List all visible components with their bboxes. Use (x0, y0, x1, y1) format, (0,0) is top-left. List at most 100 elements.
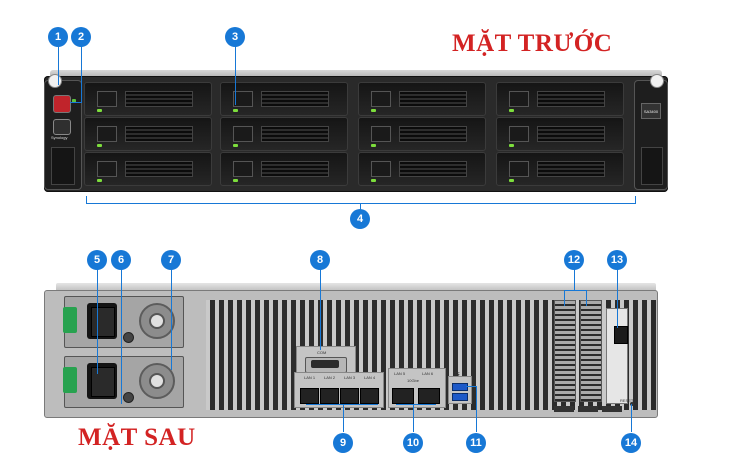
lan6-port[interactable] (418, 388, 440, 404)
lan1-port[interactable] (300, 388, 319, 404)
drive-led (371, 144, 376, 147)
usb-port-1[interactable] (452, 383, 468, 391)
lan2-port[interactable] (320, 388, 339, 404)
left-ear-handle (51, 147, 75, 185)
lan5-label: LAN 5 (394, 371, 406, 376)
drive-tray-vent (399, 161, 467, 177)
leader-line-11 (476, 386, 477, 432)
psu-handle[interactable] (63, 367, 77, 393)
power-socket-inner (91, 307, 115, 337)
drive-led (509, 179, 514, 182)
marker-3: 3 (225, 27, 245, 47)
drive-tray-vent (125, 91, 193, 107)
bracket-line-12 (564, 290, 586, 291)
com-port-pins (311, 360, 339, 368)
drive-tray-latch[interactable] (371, 126, 391, 142)
leader-line-9 (343, 404, 344, 432)
psu-fan-hub (149, 313, 165, 329)
marker-14: 14 (621, 433, 641, 453)
drive-tray-latch[interactable] (371, 91, 391, 107)
drive-bay[interactable] (496, 152, 624, 186)
drive-tray-latch[interactable] (509, 91, 529, 107)
drive-led (233, 179, 238, 182)
psu-screw (123, 392, 134, 403)
psu-fan-hub (149, 373, 165, 389)
drive-bay[interactable] (496, 82, 624, 116)
marker-9: 9 (333, 433, 353, 453)
drive-tray-vent (399, 126, 467, 142)
drive-tray-vent (261, 161, 329, 177)
lan4-label: LAN 4 (364, 375, 376, 380)
status-led (72, 99, 76, 103)
leader-line-2 (81, 45, 82, 103)
drive-bay[interactable] (84, 152, 212, 186)
drive-bay[interactable] (220, 82, 348, 116)
lan3-label: LAN 3 (344, 375, 356, 380)
back-chassis-top (56, 283, 656, 293)
leader-line-3 (235, 45, 236, 105)
marker-8: 8 (310, 250, 330, 270)
lan4-port[interactable] (360, 388, 379, 404)
drive-tray-latch[interactable] (509, 161, 529, 177)
marker-2: 2 (71, 27, 91, 47)
info-button[interactable] (53, 119, 71, 135)
drive-bay[interactable] (220, 117, 348, 151)
brand-label: Synology (51, 135, 68, 140)
drive-bay[interactable] (220, 152, 348, 186)
usb-port-2[interactable] (452, 393, 468, 401)
reset-button[interactable] (630, 402, 634, 406)
bracket-right (635, 196, 636, 204)
back-title: MẶT SAU (78, 424, 196, 451)
drive-led (509, 109, 514, 112)
bracket-left (86, 196, 87, 204)
model-label: SA3400 (641, 103, 661, 119)
power-button[interactable] (53, 95, 71, 113)
drive-bay[interactable] (358, 152, 486, 186)
lan5-port[interactable] (392, 388, 414, 404)
drive-led (97, 179, 102, 182)
reset-label: RESET (620, 398, 634, 403)
power-supply-2 (63, 356, 184, 408)
drive-led (371, 179, 376, 182)
drive-tray-latch[interactable] (97, 161, 117, 177)
front-title: MẶT TRƯỚC (452, 30, 613, 57)
drive-tray-vent (537, 126, 605, 142)
drive-tray-latch[interactable] (509, 126, 529, 142)
bracket-right-12 (586, 290, 587, 306)
leader-line-8 (320, 268, 321, 350)
rack-mount-hole-right (650, 74, 664, 88)
drive-bay[interactable] (358, 82, 486, 116)
right-ear-handle (641, 147, 663, 185)
rear-foot (578, 406, 598, 412)
drive-bay[interactable] (84, 117, 212, 151)
drive-bay[interactable] (358, 117, 486, 151)
drive-tray-vent (125, 161, 193, 177)
drive-tray-latch[interactable] (233, 126, 253, 142)
com-label: COM (317, 350, 327, 355)
drive-tray-vent (399, 91, 467, 107)
psu-handle[interactable] (63, 307, 77, 333)
drive-bay[interactable] (496, 117, 624, 151)
front-right-ear: SA3400 (634, 80, 668, 190)
drive-tray-vent (537, 91, 605, 107)
lan1-label: LAN 1 (304, 375, 316, 380)
leader-line-2-h (70, 102, 81, 103)
lan3-port[interactable] (340, 388, 359, 404)
rear-foot (554, 406, 574, 412)
lan2-label: LAN 2 (324, 375, 336, 380)
drive-tray-latch[interactable] (97, 126, 117, 142)
pcie-slot-2[interactable] (580, 300, 602, 402)
pcie-slot-1[interactable] (554, 300, 576, 402)
bracket-stem-4 (360, 203, 361, 211)
drive-tray-latch[interactable] (97, 91, 117, 107)
drive-led (371, 109, 376, 112)
drive-tray-latch[interactable] (371, 161, 391, 177)
rack-mount-hole-left (48, 74, 62, 88)
drive-led (97, 109, 102, 112)
marker-5: 5 (87, 250, 107, 270)
drive-tray-latch[interactable] (233, 91, 253, 107)
leader-line-11-h (466, 386, 476, 387)
pcie-latch[interactable] (614, 326, 628, 344)
drive-tray-latch[interactable] (233, 161, 253, 177)
drive-bay[interactable] (84, 82, 212, 116)
